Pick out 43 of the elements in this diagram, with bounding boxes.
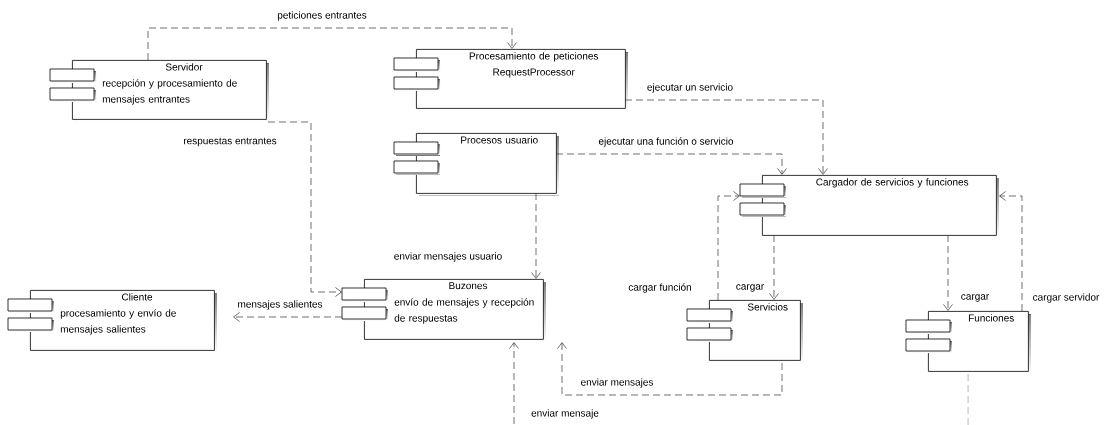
component-box [7, 290, 217, 353]
component-name: Servicios [747, 303, 788, 311]
component-description: recepción y procesamiento de mensajes entrantes [102, 79, 237, 105]
edge-label: enviar mensajes usuario [394, 252, 502, 262]
arrow [531, 192, 541, 279]
component-name: Buzones [449, 282, 488, 290]
component-box [905, 311, 1031, 374]
component-box [393, 133, 559, 196]
edge-label: respuestas entrantes [184, 137, 277, 147]
edge-label: cargar función [628, 283, 691, 293]
arrow [717, 191, 740, 301]
edge-label: peticiones entrantes [277, 11, 367, 21]
component-name: Funciones [968, 314, 1014, 322]
component-name: Servidor [165, 63, 203, 71]
arrow [769, 234, 779, 300]
edge-label: mensajes salientes [238, 300, 323, 310]
arrow [624, 99, 828, 175]
edge-label: cargar [736, 284, 764, 292]
component-box [49, 60, 269, 122]
component-description: envío de mensajes y recepción de respuestas [394, 298, 534, 324]
component-box [686, 300, 803, 363]
component-box [393, 49, 628, 111]
arrow [557, 342, 783, 396]
component-name: Cliente [121, 293, 153, 301]
component-box [341, 279, 546, 342]
arrow [147, 27, 517, 61]
arrow [943, 234, 953, 311]
edge-label: ejecutar una función o servicio [598, 137, 734, 147]
component-description: procesamiento y envío de mensajes salientes [60, 309, 176, 335]
edge-label: cargar servidor [1033, 293, 1100, 303]
component-name: Procesos usuario [461, 136, 538, 144]
edge-label: ejecutar un servicio [647, 83, 733, 93]
edge-label: enviar mensajes [581, 378, 654, 388]
edge-label: cargar [961, 294, 989, 302]
arrow [509, 342, 519, 425]
component-name: Cargador de servicios y funciones [816, 178, 969, 188]
arrow [233, 312, 343, 322]
component-box [739, 175, 999, 238]
arrow [999, 191, 1023, 312]
component-name: Procesamiento de peticiones RequestProcessor [469, 52, 599, 78]
arrow [267, 121, 342, 297]
edge-label: enviar mensaje [531, 409, 599, 419]
arrow [555, 153, 787, 175]
